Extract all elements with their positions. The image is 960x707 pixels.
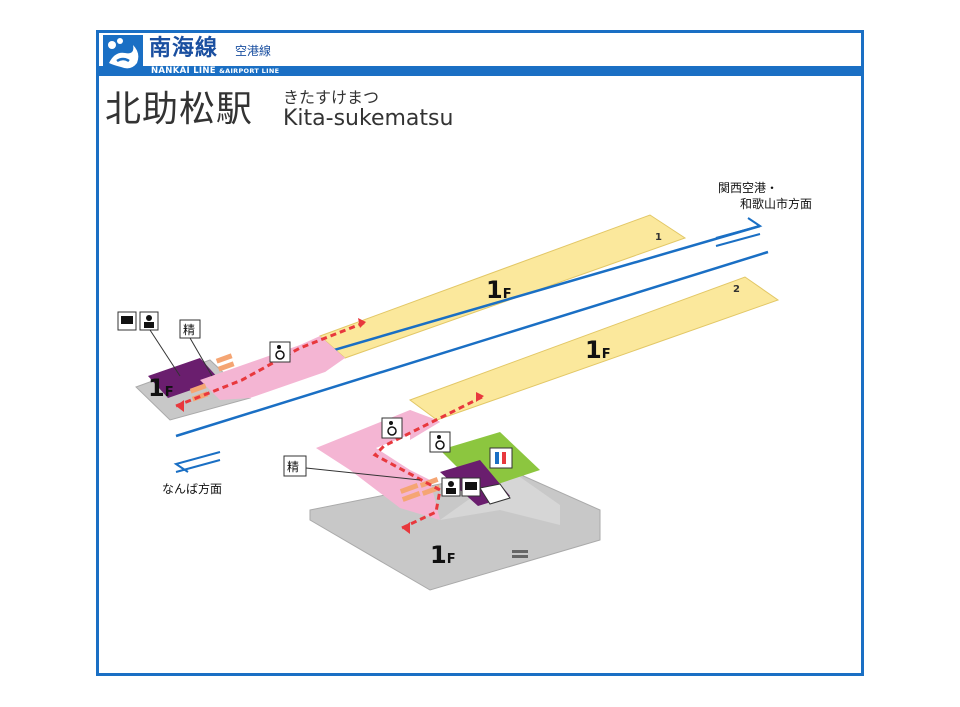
brand-english-sub: &AIRPORT LINE <box>219 67 280 75</box>
brand-english: NANKAI LINE &AIRPORT LINE <box>151 66 279 76</box>
right-ticket-machine-icon <box>461 477 481 497</box>
left-floor-num: 1 <box>148 374 165 402</box>
right-route-arrowhead-down <box>402 522 410 534</box>
platform-2-floor: 1F <box>585 336 611 364</box>
right-floor-suffix: F <box>447 552 456 567</box>
direction-up-line1: 関西空港・ <box>718 181 778 195</box>
right-wheelchair-icon-1 <box>381 417 403 439</box>
nankai-logo-icon <box>103 35 143 75</box>
right-route-arrowhead-up <box>476 392 484 402</box>
ticket-machine-icon <box>117 311 137 331</box>
left-concourse-path <box>200 345 345 400</box>
station-kana: きたすけまつ <box>283 88 380 107</box>
direction-up-line2: 和歌山市方面 <box>740 196 812 211</box>
right-fare-adjust-icon: 精 <box>283 455 307 477</box>
ticket-office-icon <box>139 311 159 331</box>
brand-header: 南海線 空港線 NANKAI LINE &AIRPORT LINE <box>99 33 861 79</box>
left-ticket-office <box>148 358 220 398</box>
platform-2-number: 2 <box>733 284 740 295</box>
platform-1 <box>319 214 687 359</box>
arrow-down-direction-icon <box>173 451 221 473</box>
left-icon-leader <box>149 329 181 377</box>
left-route-arrow <box>175 320 367 408</box>
left-wheelchair-icon <box>269 341 291 363</box>
platform-2-floor-suffix: F <box>602 347 611 362</box>
direction-down: なんば方面 <box>162 481 222 496</box>
platform-1-number: 1 <box>655 232 662 243</box>
right-concourse-floor-label: 1F <box>430 541 456 569</box>
right-ticket-office-icon <box>441 477 461 497</box>
left-route-arrowhead-up <box>358 318 366 328</box>
right-wheelchair-icon-2 <box>429 431 451 453</box>
brand-subline: 空港線 <box>235 44 272 58</box>
right-fare-leader <box>305 467 421 481</box>
right-fare-adjust-label: 精 <box>287 460 299 474</box>
platform-1-floor-num: 1 <box>486 276 503 304</box>
left-concourse-link <box>300 336 345 372</box>
stairs-icon <box>512 550 528 558</box>
left-route-arrowhead-down <box>176 400 184 412</box>
station-roman: Kita-sukematsu <box>283 106 454 131</box>
right-concourse-path <box>316 410 440 520</box>
left-fare-adjust-label: 精 <box>183 323 195 337</box>
platform-2-floor-num: 1 <box>585 336 602 364</box>
left-concourse-floor-label: 1F <box>148 374 174 402</box>
track-down <box>175 250 769 438</box>
right-office-corner <box>479 483 511 505</box>
brand-english-main: NANKAI LINE <box>151 66 220 76</box>
brand-name: 南海線 <box>149 36 219 61</box>
platform-1-floor: 1F <box>486 276 512 304</box>
platform-2 <box>408 276 780 421</box>
station-name: 北助松駅 <box>105 89 254 130</box>
arrow-up-direction-icon <box>715 217 763 247</box>
restroom-icon <box>489 447 513 469</box>
left-fare-adjust-icon: 精 <box>179 319 201 339</box>
left-floor-suffix: F <box>165 385 174 400</box>
platform-1-floor-suffix: F <box>503 287 512 302</box>
brand-rule <box>99 66 861 76</box>
left-fare-leader <box>189 337 213 377</box>
right-floor-num: 1 <box>430 541 447 569</box>
